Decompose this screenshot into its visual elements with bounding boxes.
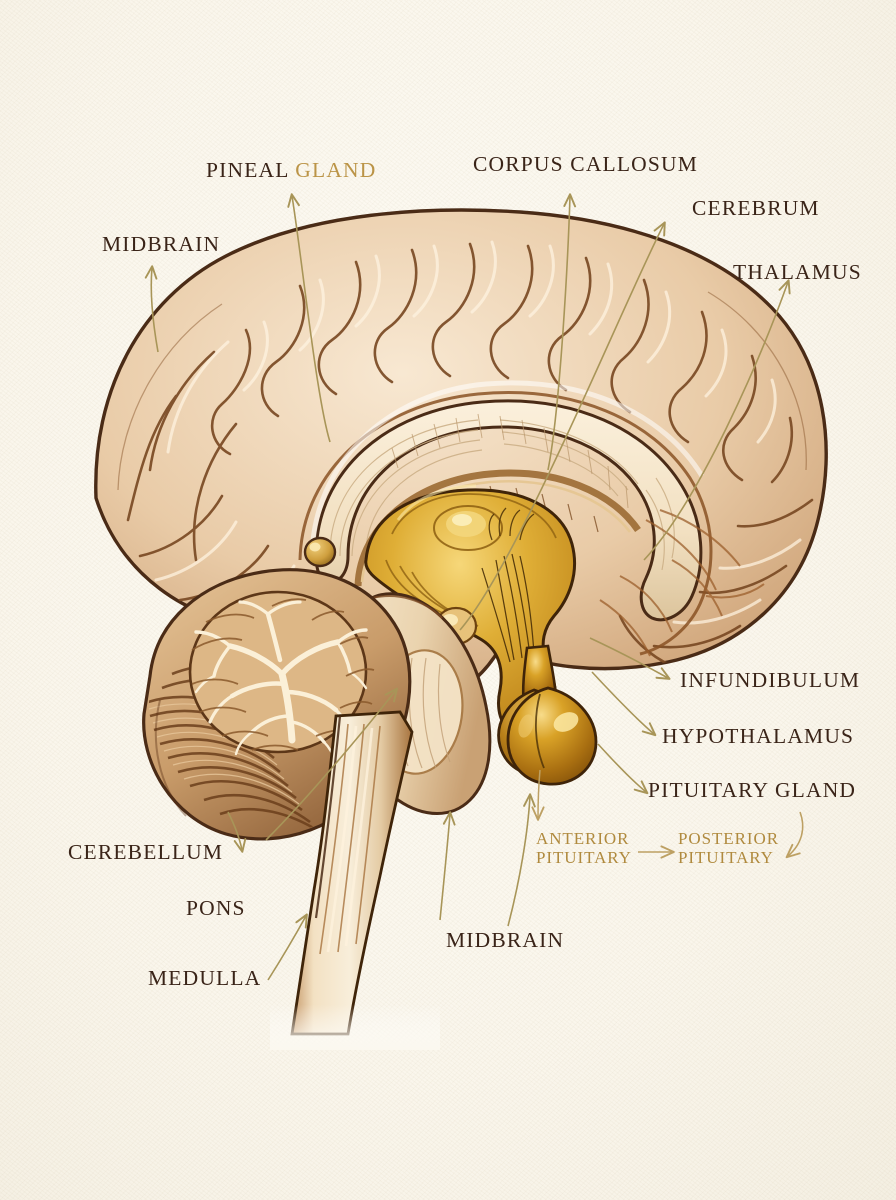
label-pineal-gland-part2: GLAND [288,158,377,182]
label-pineal-gland-part1: PINEAL [206,158,289,182]
label-posterior-pituitary-line2: PITUITARY [678,847,774,867]
leader-pons [265,687,399,841]
corpus-callosum-structure [309,380,705,622]
label-anterior-pituitary-line1: ANTERIOR [536,829,630,848]
posterior-pituitary-shape [506,686,598,786]
leader-midbrain-bottom [507,793,536,927]
label-infundibulum: INFUNDIBULUM [680,668,861,692]
arbor-vitae [188,590,375,766]
thalamus-structure [364,484,577,740]
label-medulla: MEDULLA [148,966,262,990]
pituitary-structure [497,644,598,786]
label-anterior-pituitary-line2: PITUITARY [536,847,632,867]
label-midbrain-bottom: MIDBRAIN [446,928,565,952]
leader-corpus-callosum [547,193,577,471]
pineal-gland-structure [303,536,337,568]
label-pineal-gland: PINEAL GLAND [206,158,376,182]
label-hypothalamus: HYPOTHALAMUS [662,724,855,748]
leader-midbrain-bottom-b [439,811,456,921]
leader-midbrain-top [144,265,159,353]
vessel-tracery [599,509,765,657]
leader-infundibulum [589,637,671,680]
leader-cerebrum [459,221,666,631]
leader-posterior-pituitary [785,811,804,859]
label-pituitary-gland: PITUITARY GLAND [648,778,857,802]
leader-hypothalamus [591,671,657,737]
label-pons: PONS [186,896,246,920]
leader-pituitary-gland [597,743,649,795]
leader-thalamus [643,279,791,561]
label-corpus-callosum: CORPUS CALLOSUM [473,152,699,176]
label-cerebrum: CEREBRUM [692,196,820,220]
leader-medulla [267,913,308,981]
label-cerebellum: CEREBELLUM [68,840,224,864]
leader-cerebellum [227,811,247,853]
label-posterior-pituitary-line1: POSTERIOR [678,829,779,848]
cerebellum-structure [142,568,412,841]
leader-pineal-gland [287,193,331,443]
medulla-structure [270,710,440,1050]
label-midbrain-top: MIDBRAIN [102,232,221,256]
leader-anterior-pituitary [531,769,545,821]
label-thalamus: THALAMUS [733,260,862,284]
